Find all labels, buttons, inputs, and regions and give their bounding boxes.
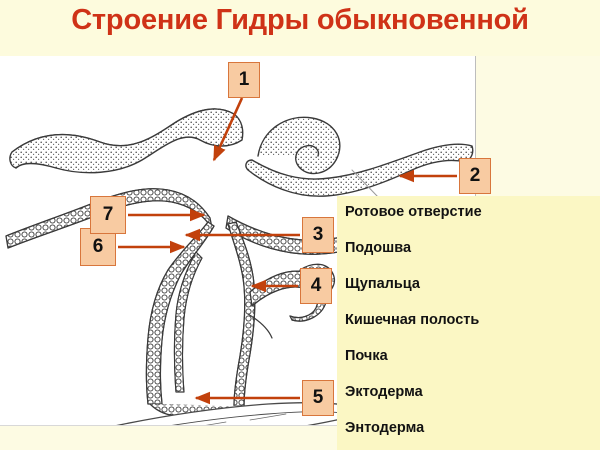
- legend-item-ectoderm: Эктодерма: [345, 384, 423, 400]
- legend-item-gut-cavity: Кишечная полость: [345, 312, 480, 328]
- callout-5[interactable]: 5: [302, 380, 334, 416]
- legend-panel: Ротовое отверстие Подошва Щупальца Кишеч…: [337, 196, 600, 450]
- callout-2[interactable]: 2: [459, 158, 491, 194]
- legend-item-bud: Почка: [345, 348, 388, 364]
- callout-3[interactable]: 3: [302, 217, 334, 253]
- title-band: Строение Гидры обыкновенной: [0, 0, 600, 56]
- legend-item-entoderm: Энтодерма: [345, 420, 425, 436]
- callout-7[interactable]: 7: [90, 196, 126, 234]
- legend-item-tentacles: Щупальца: [345, 276, 420, 292]
- page-title: Строение Гидры обыкновенной: [71, 4, 529, 36]
- callout-1[interactable]: 1: [228, 62, 260, 98]
- callout-4[interactable]: 4: [300, 268, 332, 304]
- legend-item-sole: Подошва: [345, 240, 412, 256]
- legend-item-mouth: Ротовое отверстие: [345, 204, 482, 220]
